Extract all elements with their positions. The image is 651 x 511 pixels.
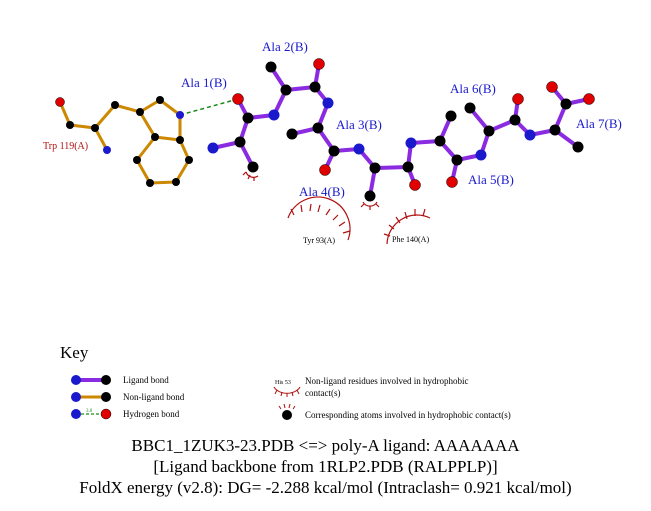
atom-carbon xyxy=(572,141,584,153)
label-ala6: Ala 6(B) xyxy=(450,81,496,96)
atom-oxygen xyxy=(409,179,421,191)
atom-nitrogen xyxy=(176,111,184,119)
atom-carbon xyxy=(280,84,292,96)
atom-carbon xyxy=(146,179,154,187)
hydrophobic-phe140 xyxy=(383,208,431,245)
key-his53-label: His 53 xyxy=(275,380,291,386)
ligplot-diagram: Ala 1(B) Ala 2(B) Ala 3(B) Ala 4(B) Ala … xyxy=(43,39,622,420)
atom-oxygen xyxy=(546,81,558,93)
caption-line-3: FoldX energy (v2.8): DG= -2.288 kcal/mol… xyxy=(79,478,572,497)
atom-carbon xyxy=(364,190,376,202)
key-hydrophobic-symbol xyxy=(273,386,301,397)
key-nonligand-bond xyxy=(71,392,111,402)
hydrophobic-atom-ala4 xyxy=(360,201,380,210)
atom-oxygen xyxy=(446,176,458,188)
atom-carbon xyxy=(286,128,298,140)
atom-nitrogen xyxy=(405,137,417,149)
hydrophobic-atom-ala1 xyxy=(242,171,259,181)
atom-carbon xyxy=(172,178,180,186)
label-ala4: Ala 4(B) xyxy=(299,184,345,199)
hydrophobic-tyr93 xyxy=(287,196,351,241)
atom-nitrogen xyxy=(268,109,280,121)
atom-nitrogen xyxy=(524,129,536,141)
label-phe140: Phe 140(A) xyxy=(392,235,429,244)
atom-carbon xyxy=(445,110,457,122)
atom-nitrogen xyxy=(353,143,365,155)
key-nonligand-bond-label: Non-ligand bond xyxy=(123,392,185,402)
key-ligand-bond xyxy=(71,375,111,385)
label-ala7: Ala 7(B) xyxy=(576,116,622,131)
atoms xyxy=(55,58,595,202)
label-trp119: Trp 119(A) xyxy=(43,141,88,152)
key-hydrophobic-label-2: contact(s) xyxy=(305,388,340,398)
atom-carbon xyxy=(156,96,164,104)
atom-oxygen xyxy=(232,93,244,105)
label-tyr93: Tyr 93(A) xyxy=(303,236,335,245)
atom-carbon xyxy=(66,121,74,129)
caption-line-1: BBC1_1ZUK3-23.PDB <=> poly-A ligand: AAA… xyxy=(131,436,520,455)
atom-oxygen xyxy=(55,97,65,107)
atom-nitrogen xyxy=(322,97,334,109)
key-corresponding-label: Corresponding atoms involved in hydropho… xyxy=(305,410,511,420)
atom-carbon xyxy=(464,102,476,114)
key-hbond-distance: 3.0 xyxy=(86,409,93,414)
atom-nitrogen xyxy=(207,142,219,154)
ligand-bonds xyxy=(212,63,590,197)
label-ala5: Ala 5(B) xyxy=(468,172,514,187)
atom-carbon xyxy=(265,61,277,73)
atom-oxygen xyxy=(512,93,524,105)
atom-nitrogen xyxy=(103,146,111,154)
atom-carbon xyxy=(151,133,159,141)
key-ligand-bond-label: Ligand bond xyxy=(123,375,169,385)
key-hydrophobic-label-1: Non-ligand residues involved in hydropho… xyxy=(305,376,468,386)
atom-carbon xyxy=(247,161,259,173)
atom-carbon xyxy=(312,122,324,134)
label-ala2: Ala 2(B) xyxy=(262,39,308,54)
atom-carbon xyxy=(91,124,99,132)
atom-oxygen xyxy=(313,58,325,70)
atom-oxygen xyxy=(319,164,331,176)
key-title: Key xyxy=(60,343,89,362)
atom-nitrogen xyxy=(475,149,487,161)
atom-carbon xyxy=(549,124,561,136)
atom-carbon xyxy=(234,136,246,148)
caption-line-2: [Ligand backbone from 1RLP2.PDB (RALPPLP… xyxy=(153,457,498,476)
key-hydrogen-bond-label: Hydrogen bond xyxy=(123,409,180,419)
atom-oxygen xyxy=(583,93,595,105)
atom-carbon xyxy=(328,145,340,157)
atom-carbon xyxy=(185,156,193,164)
atom-carbon xyxy=(451,154,463,166)
atom-carbon xyxy=(242,112,254,124)
atom-carbon xyxy=(560,98,572,110)
key-corresponding-symbol xyxy=(278,403,296,420)
atom-carbon xyxy=(111,101,119,109)
atom-carbon xyxy=(176,136,184,144)
hydrogen-bond-trp-ala1 xyxy=(179,98,239,116)
key-hydrogen-bond xyxy=(71,408,112,420)
atom-carbon xyxy=(309,81,321,93)
atom-carbon xyxy=(133,156,141,164)
atom-carbon xyxy=(483,125,495,137)
atom-carbon xyxy=(434,135,446,147)
atom-carbon xyxy=(136,108,144,116)
label-ala3: Ala 3(B) xyxy=(336,117,382,132)
atom-carbon xyxy=(369,162,381,174)
label-ala1: Ala 1(B) xyxy=(181,75,227,90)
atom-carbon xyxy=(509,114,521,126)
atom-carbon xyxy=(402,161,414,173)
